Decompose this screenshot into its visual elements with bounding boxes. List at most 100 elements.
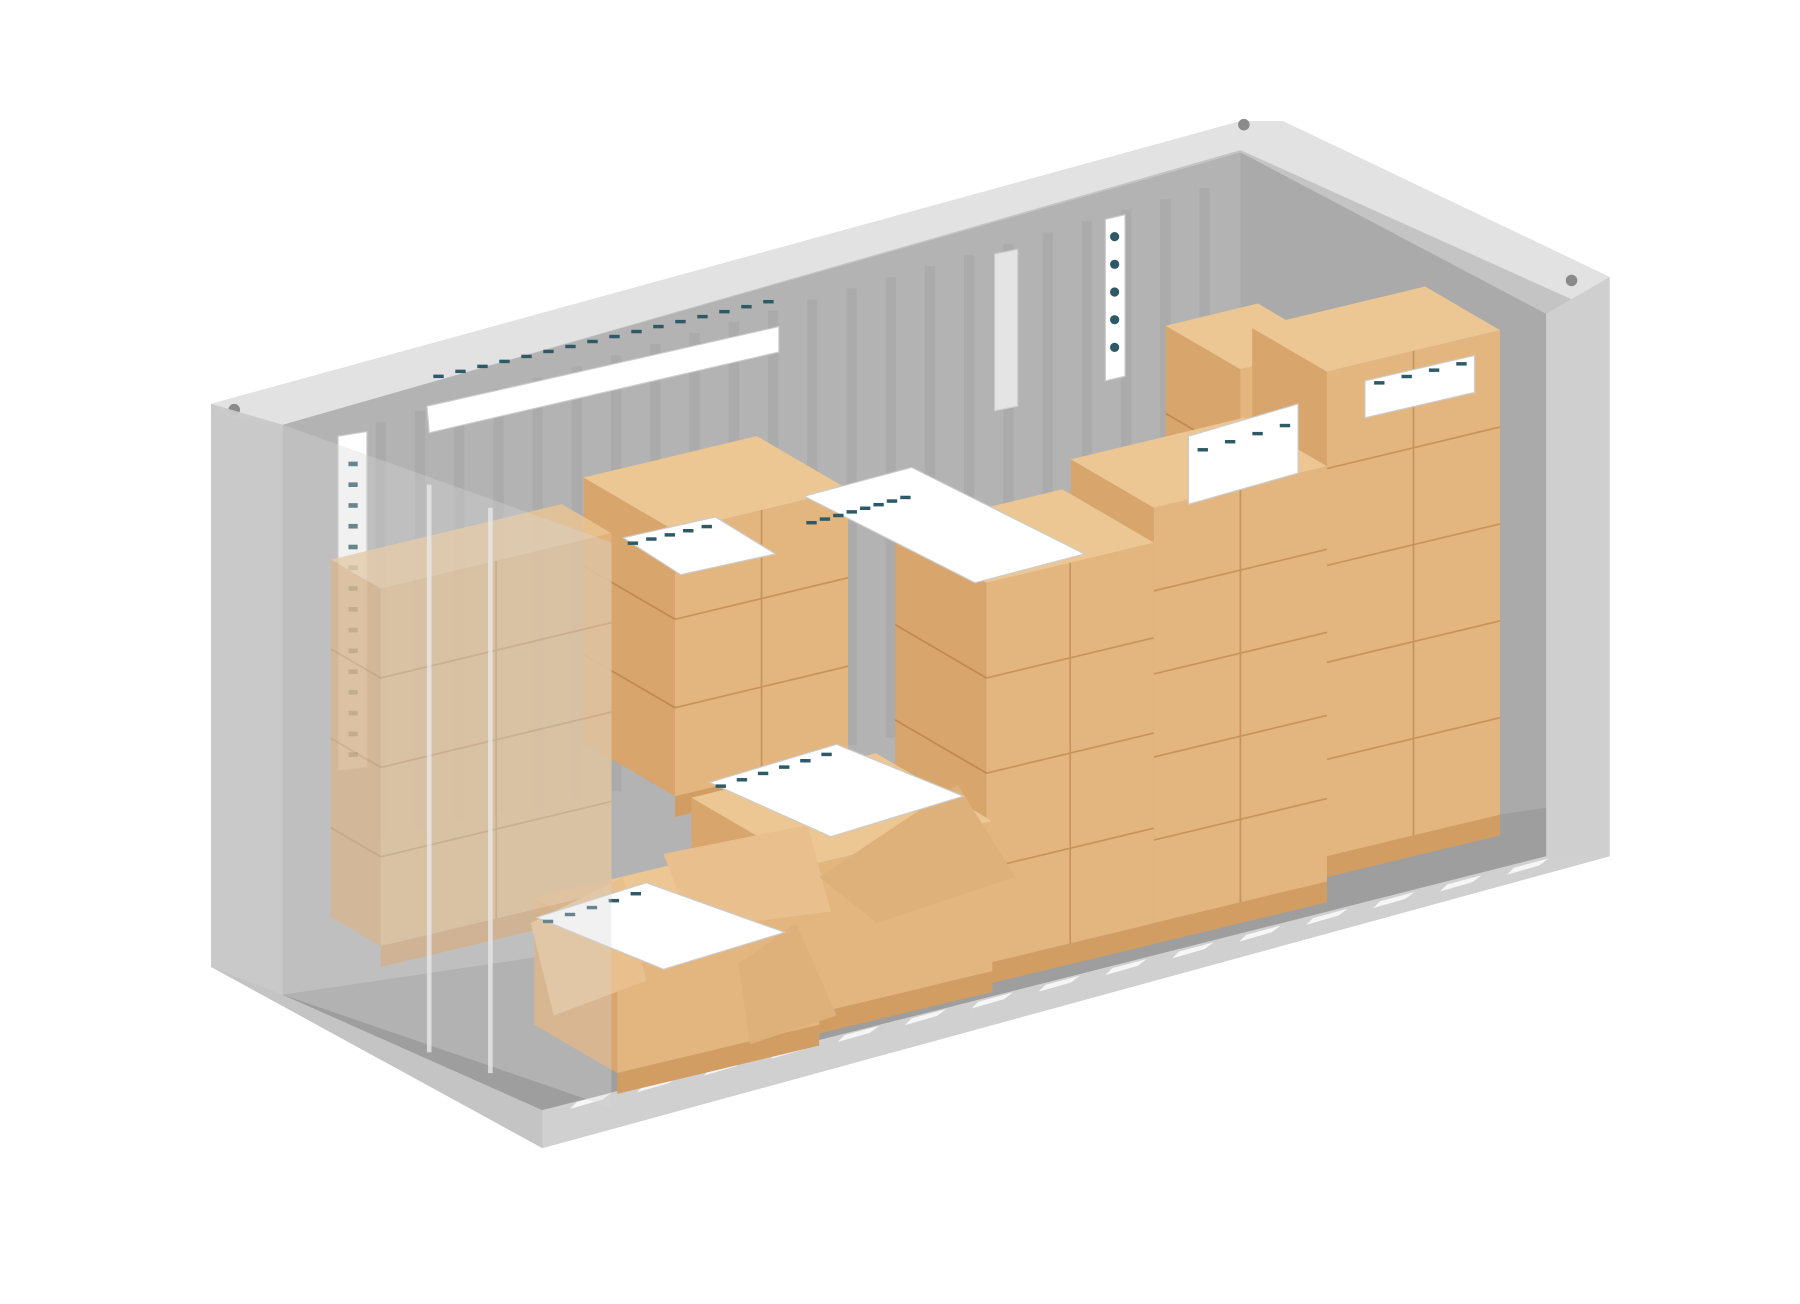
desiccant-mark — [543, 349, 554, 354]
desiccant-mark — [1197, 448, 1208, 452]
desiccant-strip-icon — [1104, 213, 1126, 382]
desiccant-mark — [664, 533, 675, 537]
desiccant-mark — [1374, 381, 1385, 385]
desiccant-mark — [886, 499, 898, 503]
desiccant-mark — [779, 765, 790, 769]
floor-rib — [1172, 942, 1214, 959]
desiccant-mark — [627, 541, 639, 545]
floor-rib — [1239, 925, 1281, 942]
pallet — [986, 923, 1154, 985]
open-carton-flap — [663, 825, 831, 929]
corner-casting-icon — [1565, 274, 1578, 287]
desiccant-mark — [701, 524, 712, 529]
pallet-stack — [330, 504, 612, 967]
desiccant-mark — [587, 339, 598, 344]
open-carton-flap — [819, 784, 1016, 924]
box-seam — [330, 737, 382, 769]
desiccant-mark — [631, 329, 642, 334]
box-top-face — [583, 436, 849, 531]
desiccant-sheet-icon — [707, 743, 966, 838]
box-top-face — [1252, 286, 1500, 372]
desiccant-mark — [630, 892, 641, 896]
desiccant-drop-icon — [1110, 232, 1120, 242]
container-door-frame — [211, 403, 612, 1108]
desiccant-mark — [763, 299, 774, 304]
box-seam — [330, 826, 382, 858]
pallet — [807, 971, 993, 1037]
desiccant-mark — [719, 309, 730, 314]
desiccant-mark — [900, 495, 911, 500]
desiccant-mark — [833, 513, 844, 518]
desiccant-mark — [542, 919, 554, 924]
desiccant-mark — [1252, 431, 1263, 436]
floor-rib — [904, 1009, 947, 1026]
desiccant-mark — [1224, 439, 1236, 444]
desiccant-mark — [609, 334, 620, 339]
desiccant-drop-icon — [1110, 259, 1120, 269]
floor-rib — [1373, 892, 1415, 909]
desiccant-mark — [1456, 362, 1467, 366]
desiccant-mark — [873, 502, 884, 507]
desiccant-mark — [1428, 368, 1440, 372]
desiccant-mark — [477, 364, 488, 369]
desiccant-mark — [646, 537, 657, 541]
desiccant-mark — [757, 771, 769, 776]
desiccant-mark — [565, 344, 576, 349]
box-seam — [894, 623, 987, 679]
desiccant-mark — [806, 520, 817, 525]
desiccant-drop-icon — [1110, 342, 1120, 352]
desiccant-mark — [675, 319, 686, 324]
desiccant-mark — [433, 374, 444, 379]
desiccant-mark — [455, 369, 466, 374]
desiccant-drop-icon — [1110, 287, 1120, 297]
floor-rib — [570, 1092, 612, 1109]
desiccant-mark — [564, 912, 576, 917]
floor-rib — [1440, 875, 1482, 892]
floor-rib — [1105, 958, 1147, 976]
pallet — [617, 1024, 820, 1094]
floor-rib — [1506, 858, 1549, 875]
floor-rib — [837, 1025, 880, 1042]
pallet — [1153, 881, 1327, 944]
desiccant-mark — [819, 517, 831, 521]
desiccant-mark — [1401, 374, 1412, 379]
open-carton-flap — [738, 923, 837, 1045]
desiccant-mark — [736, 778, 748, 782]
desiccant-sheets-on-cargo — [534, 354, 1476, 970]
desiccant-mark — [741, 304, 752, 309]
desiccant-mark — [715, 784, 726, 788]
floor-rib — [971, 992, 1014, 1009]
desiccant-mark — [348, 482, 358, 487]
desiccant-strip-icon — [994, 248, 1019, 412]
desiccant-mark — [846, 510, 857, 514]
container-right-frame — [1546, 277, 1610, 864]
desiccant-mark — [521, 354, 532, 359]
desiccant-mark — [653, 324, 664, 329]
box-seam — [894, 719, 987, 774]
desiccant-mark — [499, 359, 510, 364]
desiccant-mark — [821, 752, 832, 757]
desiccant-sheet-icon — [534, 882, 787, 970]
desiccant-sheet-icon — [621, 516, 777, 576]
desiccant-sheet-icon — [1364, 354, 1476, 419]
desiccant-drop-icon — [1110, 315, 1120, 325]
desiccant-mark — [800, 759, 811, 763]
container-roof-rail — [211, 121, 1610, 425]
floor-rib — [1306, 908, 1348, 925]
corner-casting-icon — [1238, 118, 1250, 131]
open-door-translucent — [282, 424, 612, 1108]
desiccant-sheet-icon — [1187, 403, 1299, 506]
desiccant-mark — [586, 905, 598, 910]
desiccant-mark — [348, 461, 358, 467]
door-frame-left — [211, 403, 283, 995]
box-top-face — [330, 504, 612, 589]
desiccant-mark — [348, 503, 358, 508]
pallet — [1326, 814, 1500, 877]
desiccant-mark — [697, 314, 708, 319]
desiccant-sheet-icon — [802, 466, 1087, 584]
box-seam — [330, 648, 382, 679]
floor-rib — [1038, 975, 1080, 992]
pallet — [380, 890, 612, 967]
desiccant-mark — [348, 544, 358, 550]
